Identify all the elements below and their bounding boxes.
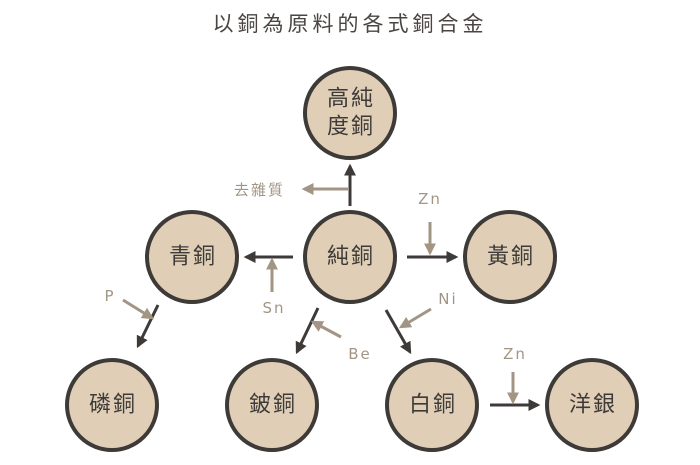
node-circle <box>65 358 159 452</box>
node-label: 度銅 <box>327 115 375 140</box>
node-circle <box>463 210 557 304</box>
node-label: 純銅 <box>327 245 375 270</box>
node-label: 洋銀 <box>569 393 617 418</box>
node-phosphor: 磷銅 <box>65 358 159 452</box>
additive-label-p: P <box>104 287 115 305</box>
additive-arrow-ni <box>398 307 432 329</box>
node-label: 磷銅 <box>89 393 137 418</box>
node-nickel-silver: 洋銀 <box>545 358 639 452</box>
additive-label-ni: Ni <box>438 290 457 308</box>
node-pure: 純銅 <box>303 210 397 304</box>
node-bronze: 青銅 <box>145 210 239 304</box>
node-label: 青銅 <box>169 245 217 270</box>
node-brass: 黃銅 <box>463 210 557 304</box>
node-label: 黃銅 <box>487 245 535 270</box>
node-label: 鈹銅 <box>249 393 297 418</box>
node-cupronickel: 白銅 <box>385 358 479 452</box>
node-beryllium: 鈹銅 <box>225 358 319 452</box>
node-circle <box>545 358 639 452</box>
node-circle <box>385 358 479 452</box>
additive-label-remove-impurities: 去雜質 <box>234 181 285 199</box>
node-circle <box>145 210 239 304</box>
additive-arrow-be <box>310 320 342 339</box>
arrow-pure-to-cupronickel <box>384 309 412 355</box>
additive-label-zn-nickel-silver: Zn <box>503 345 527 363</box>
node-circle <box>303 66 397 160</box>
arrow-bronze-to-phosphor <box>136 304 160 349</box>
additive-label-be: Be <box>348 345 372 363</box>
node-circle <box>303 210 397 304</box>
additive-arrow-p <box>122 298 155 320</box>
diagram-title: 以銅為原料的各式銅合金 <box>212 12 488 36</box>
additive-label-sn: Sn <box>262 299 285 317</box>
additive-label-zn-brass: Zn <box>418 190 442 208</box>
node-label: 高純 <box>327 87 375 112</box>
node-label: 白銅 <box>409 393 457 418</box>
node-circle <box>225 358 319 452</box>
arrow-pure-to-beryllium <box>295 307 320 355</box>
